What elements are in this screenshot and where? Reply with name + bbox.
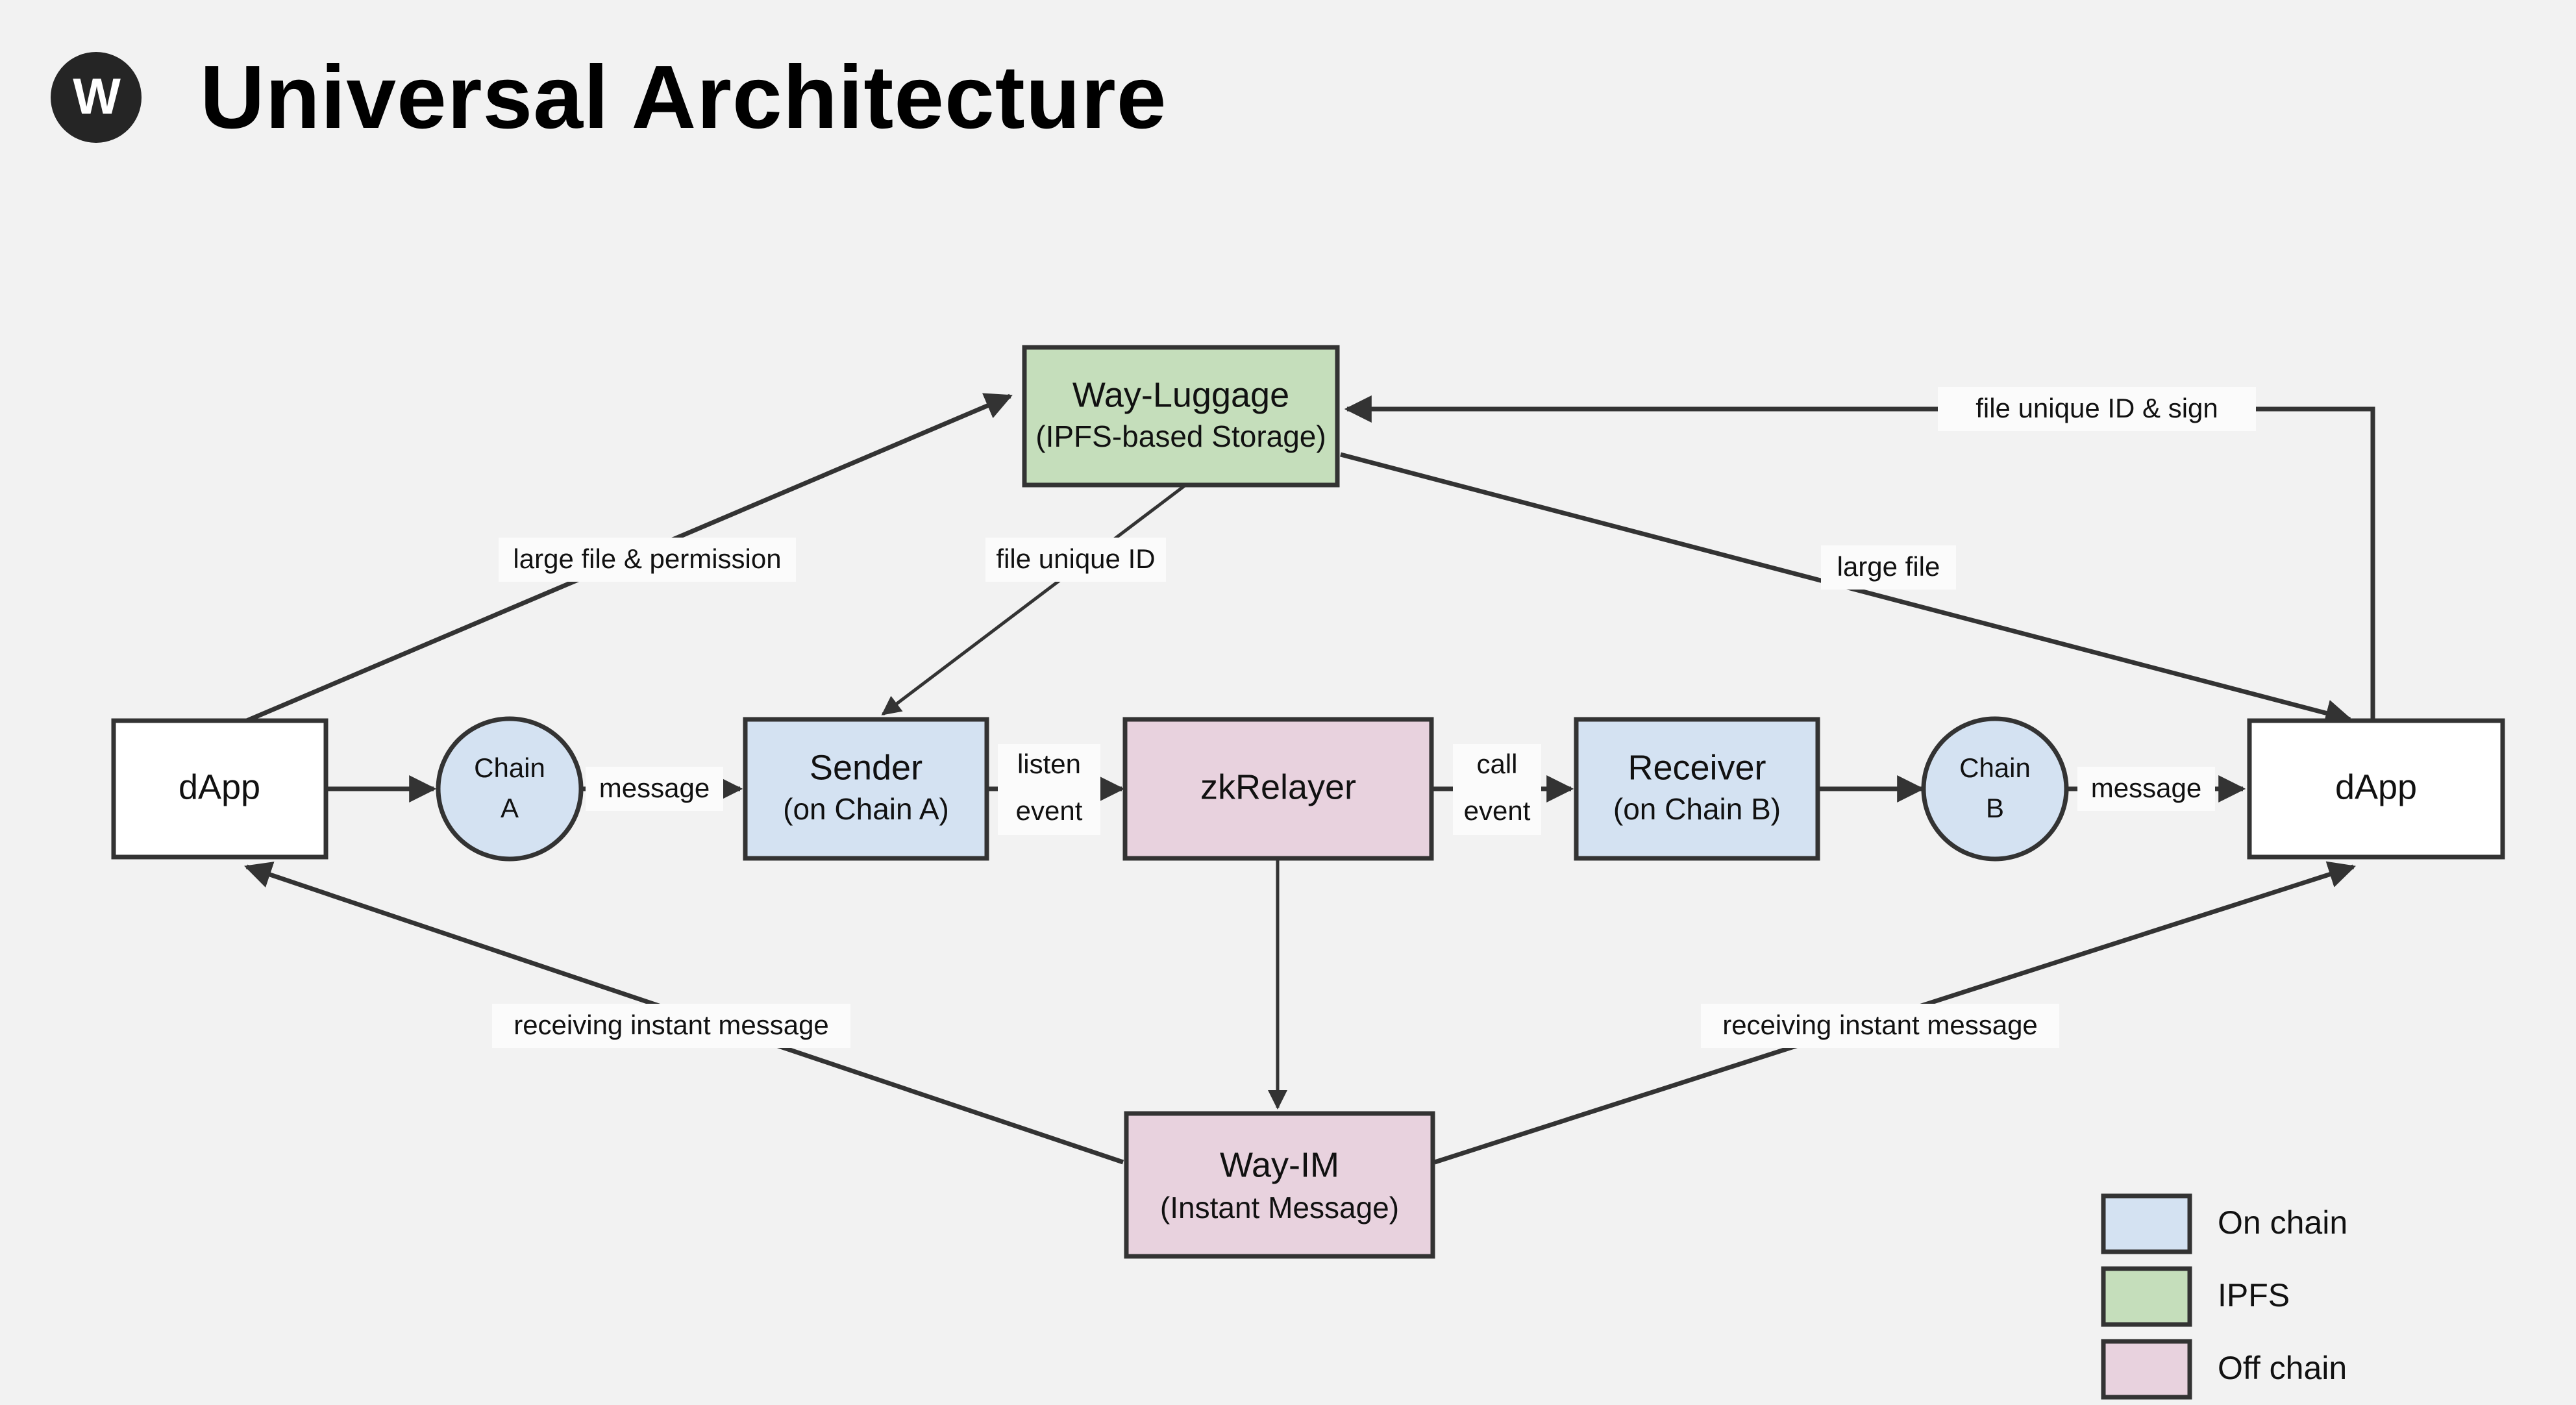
- edge-label-message-b: message: [2091, 773, 2201, 803]
- page-header: W Universal Architecture: [0, 0, 2576, 195]
- node-dapp-right[interactable]: dApp: [2247, 718, 2505, 860]
- edge-label-file-unique-id-sign: file unique ID & sign: [1975, 393, 2218, 423]
- node-chain-a-title: Chain: [474, 752, 545, 783]
- node-way-im-subtitle: (Instant Message): [1160, 1191, 1399, 1225]
- logo-letter: W: [73, 68, 121, 125]
- legend-item-off-chain: Off chain: [2101, 1339, 2347, 1400]
- legend-item-on-chain: On chain: [2101, 1193, 2347, 1254]
- edge-label-event-call: event: [1464, 795, 1531, 826]
- node-way-im[interactable]: Way-IM (Instant Message): [1124, 1111, 1435, 1259]
- edge-dapp-right-to-way-luggage: file unique ID & sign: [1344, 387, 2375, 719]
- edge-label-call: call: [1476, 749, 1517, 779]
- edge-label-listen: listen: [1017, 749, 1081, 779]
- edge-way-im-to-dapp-right: receiving instant message: [1433, 861, 2356, 1165]
- edge-sender-to-zkrelayer: listen event: [987, 744, 1125, 835]
- edge-chain-b-to-dapp-right: message: [2058, 767, 2246, 811]
- node-zkrelayer[interactable]: zkRelayer: [1122, 717, 1434, 861]
- page-title: Universal Architecture: [200, 47, 1167, 147]
- node-chain-b-subtitle: B: [1986, 793, 2004, 823]
- node-sender[interactable]: Sender (on Chain A): [743, 717, 989, 861]
- node-sender-subtitle: (on Chain A): [783, 792, 949, 826]
- node-receiver-title: Receiver: [1628, 748, 1766, 787]
- edge-label-message-a: message: [599, 773, 710, 803]
- legend-swatch-on-chain: [2101, 1193, 2192, 1254]
- way-logo-icon: W: [51, 52, 142, 143]
- edge-label-receiving-right: receiving instant message: [1722, 1010, 2038, 1040]
- node-zkrelayer-title: zkRelayer: [1200, 767, 1356, 806]
- node-sender-title: Sender: [810, 748, 923, 787]
- node-way-luggage-subtitle: (IPFS-based Storage): [1035, 419, 1326, 453]
- legend-swatch-off-chain: [2101, 1339, 2192, 1400]
- node-dapp-left-title: dApp: [179, 767, 260, 806]
- legend: On chain IPFS Off chain: [2101, 1193, 2347, 1400]
- node-chain-a-subtitle: A: [501, 793, 519, 823]
- edge-label-large-file-permission: large file & permission: [513, 543, 781, 574]
- edge-chain-a-to-sender: message: [570, 767, 743, 811]
- node-way-luggage-title: Way-Luggage: [1072, 375, 1289, 414]
- edge-way-im-to-dapp-left: receiving instant message: [244, 862, 1124, 1165]
- node-chain-b[interactable]: Chain B: [1921, 716, 2069, 862]
- node-way-im-title: Way-IM: [1220, 1145, 1339, 1184]
- node-receiver[interactable]: Receiver (on Chain B): [1574, 717, 1820, 861]
- legend-label-off-chain: Off chain: [2218, 1350, 2347, 1386]
- edge-dapp-left-to-way-luggage: large file & permission: [245, 393, 1013, 723]
- edge-way-luggage-to-dapp-right: large file: [1340, 452, 2353, 727]
- legend-item-ipfs: IPFS: [2101, 1266, 2290, 1327]
- node-dapp-left[interactable]: dApp: [111, 718, 328, 860]
- edge-way-luggage-to-sender: file unique ID: [881, 484, 1186, 715]
- edge-label-event-listen: event: [1016, 795, 1083, 826]
- legend-label-ipfs: IPFS: [2218, 1277, 2290, 1313]
- node-way-luggage[interactable]: Way-Luggage (IPFS-based Storage): [1022, 345, 1340, 488]
- edge-zkrelayer-to-receiver: call event: [1431, 744, 1574, 835]
- edge-label-large-file: large file: [1837, 551, 1940, 582]
- node-dapp-right-title: dApp: [2335, 767, 2417, 806]
- node-receiver-subtitle: (on Chain B): [1613, 792, 1781, 826]
- legend-label-on-chain: On chain: [2218, 1204, 2347, 1241]
- node-chain-a[interactable]: Chain A: [436, 716, 584, 862]
- legend-swatch-ipfs: [2101, 1266, 2192, 1327]
- edge-label-receiving-left: receiving instant message: [514, 1010, 829, 1040]
- node-chain-b-title: Chain: [1959, 752, 2031, 783]
- edge-label-file-unique-id: file unique ID: [996, 543, 1155, 574]
